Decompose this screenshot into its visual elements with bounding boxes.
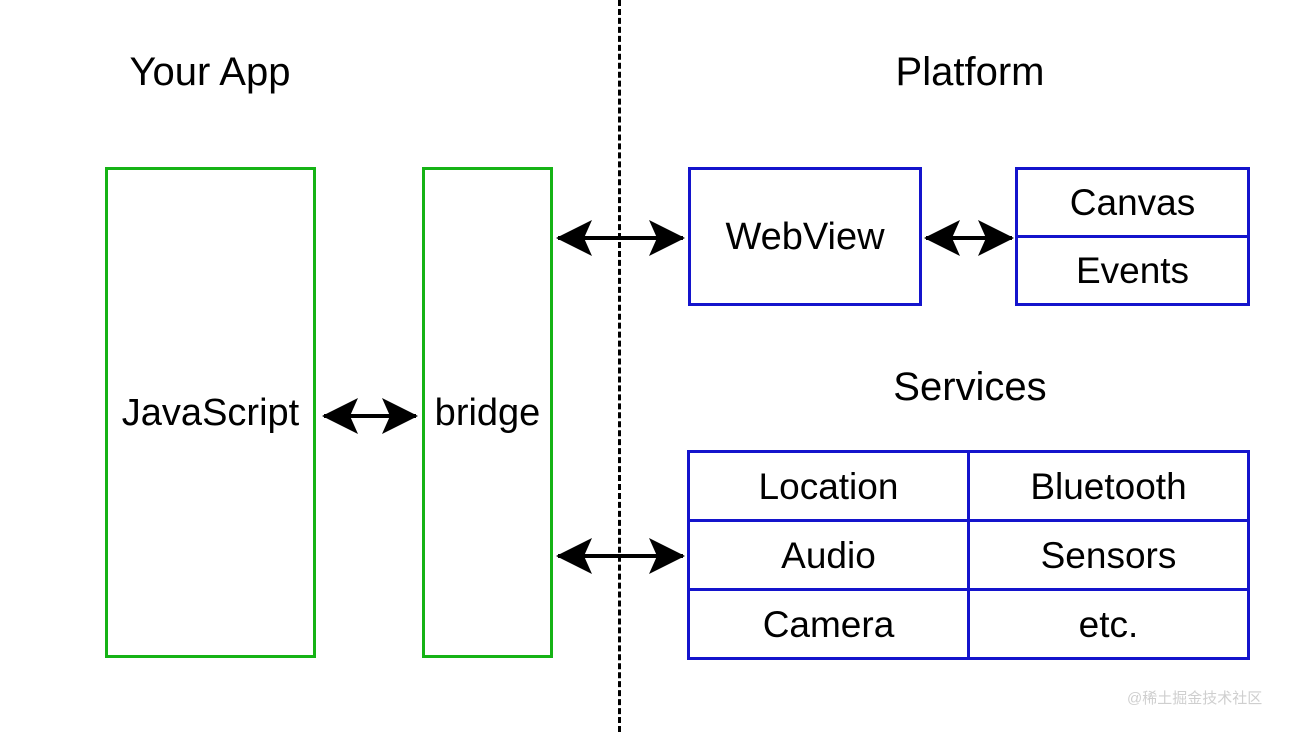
webview-box-label: WebView (725, 215, 885, 258)
section-title-platform: Platform (895, 50, 1045, 94)
services-table[interactable]: Location Bluetooth Audio Sensors Camera … (687, 450, 1250, 660)
section-title-your-app: Your App (129, 50, 291, 94)
watermark: @稀土掘金技术社区 (1127, 690, 1263, 707)
arrow-bridge-to-webview (556, 220, 685, 256)
service-cell-etc[interactable]: etc. (1078, 603, 1139, 645)
arrow-bridge-to-services (556, 538, 685, 574)
arrow-webview-to-features (924, 220, 1014, 256)
service-cell-location[interactable]: Location (690, 453, 970, 519)
table-row: Events (1018, 238, 1247, 303)
service-cell-sensors[interactable]: Sensors (1040, 534, 1177, 576)
service-cell-audio[interactable]: Audio (690, 522, 970, 588)
table-row: Location Bluetooth (690, 453, 1247, 522)
table-row: Camera etc. (690, 591, 1247, 657)
bridge-box[interactable]: bridge (422, 167, 553, 658)
app-platform-divider (618, 0, 621, 732)
webview-box[interactable]: WebView (688, 167, 922, 306)
feature-cell-events[interactable]: Events (1075, 250, 1190, 291)
section-title-services: Services (893, 365, 1047, 409)
webview-features-table[interactable]: Canvas Events (1015, 167, 1250, 306)
javascript-box-label: JavaScript (121, 391, 300, 434)
javascript-box[interactable]: JavaScript (105, 167, 316, 658)
table-row: Audio Sensors (690, 522, 1247, 591)
bridge-box-label: bridge (434, 391, 541, 434)
feature-cell-canvas[interactable]: Canvas (1069, 182, 1196, 223)
arrow-javascript-to-bridge (322, 398, 418, 434)
table-row: Canvas (1018, 170, 1247, 238)
service-cell-bluetooth[interactable]: Bluetooth (1030, 465, 1187, 507)
service-cell-camera[interactable]: Camera (690, 591, 970, 657)
